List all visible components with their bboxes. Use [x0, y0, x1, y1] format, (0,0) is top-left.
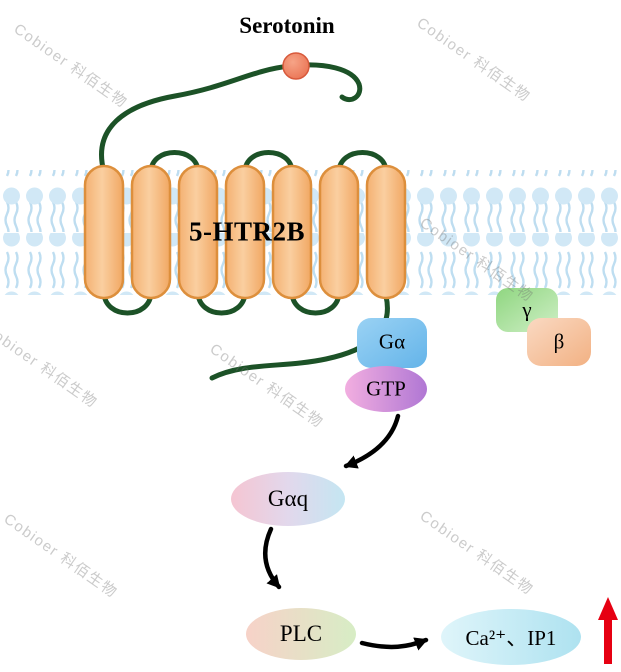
upregulation-arrow	[598, 597, 618, 664]
g-alpha-subunit	[357, 318, 427, 368]
plc-label: PLC	[279, 621, 323, 646]
g-alpha-q-node	[231, 472, 345, 526]
intracellular-loop-1	[101, 289, 154, 316]
transmembrane-helices	[83, 164, 407, 300]
arrow-gtp-to-gaq	[343, 413, 401, 469]
tm-helix-1	[83, 164, 125, 300]
beta-label: β	[553, 329, 565, 354]
ca-ip1-node	[441, 609, 581, 665]
beta-subunit	[527, 318, 591, 366]
tm-helix-7	[365, 164, 407, 300]
arrow-plc-to-output	[359, 637, 429, 651]
serotonin-label: Serotonin	[239, 13, 335, 38]
signal-arrows	[263, 413, 429, 651]
plc-node	[246, 608, 356, 660]
ca-ip1-label: Ca²⁺、IP1	[465, 626, 557, 650]
tm-helix-4	[224, 164, 266, 300]
g-alpha-label: Gα	[378, 329, 406, 354]
tm-helix-2	[130, 164, 172, 300]
receptor-label: 5-HTR2B	[188, 216, 306, 247]
arrow-gaq-to-plc	[263, 526, 282, 590]
gtp-molecule	[345, 366, 427, 412]
g-alpha-q-label: Gαq	[267, 486, 309, 511]
gtp-label: GTP	[366, 376, 406, 401]
tm-helix-5	[271, 164, 313, 300]
gamma-label: γ	[522, 297, 532, 322]
tm-helix-6	[318, 164, 360, 300]
serotonin-ligand	[282, 52, 310, 80]
intracellular-loop-3	[289, 289, 342, 316]
tm-helix-3	[177, 164, 219, 300]
intracellular-loop-2	[195, 289, 248, 316]
n-terminus-loop	[99, 62, 363, 175]
